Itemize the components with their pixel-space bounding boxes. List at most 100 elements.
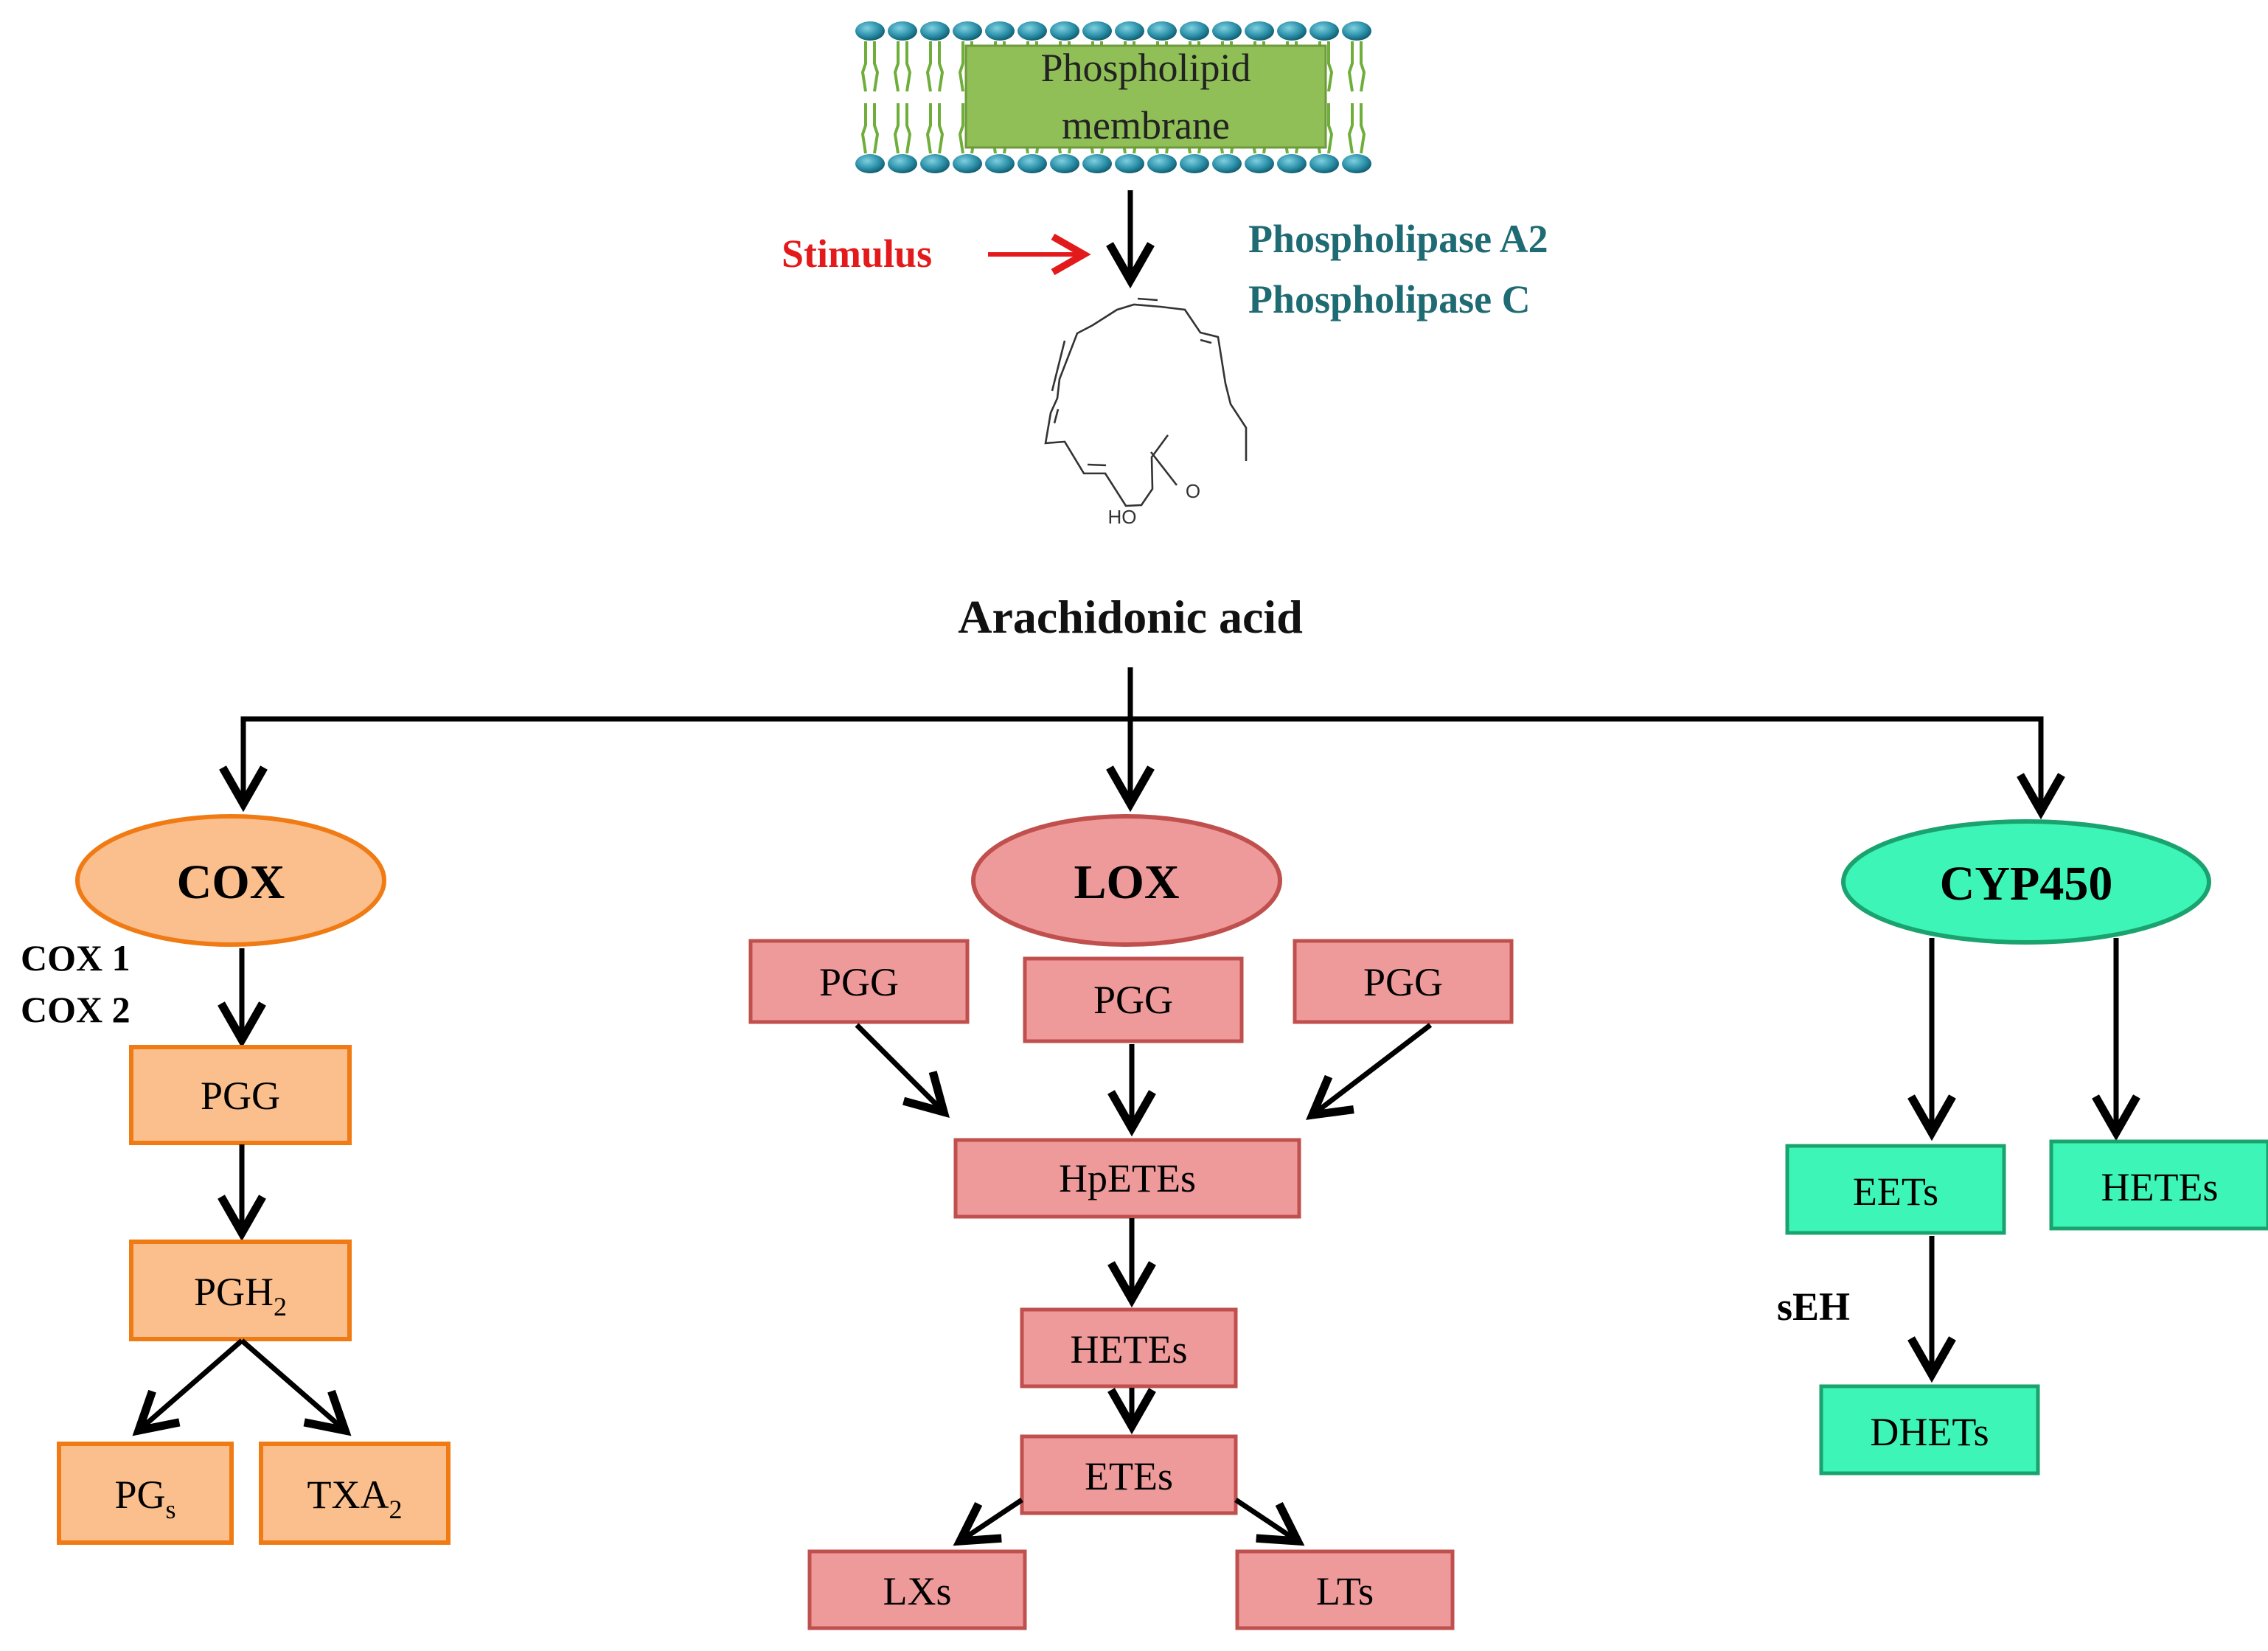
txa2-label: TXA2 xyxy=(307,1473,403,1524)
lipid-tail xyxy=(860,103,867,154)
lipid-head xyxy=(1082,154,1112,173)
lipid-head xyxy=(1309,154,1339,173)
lipid-tail xyxy=(905,41,912,92)
cyp450-label: CYP450 xyxy=(1940,857,2113,911)
hpetes-box xyxy=(953,1138,1301,1219)
lipid-head xyxy=(1212,21,1242,41)
pgs-box xyxy=(57,1442,234,1545)
lipid-head xyxy=(1342,154,1371,173)
phospholipid-membrane: Phospholipid membrane xyxy=(855,16,1395,178)
lipid-tail xyxy=(925,103,932,154)
lipid-tail xyxy=(905,103,912,154)
lipid-head xyxy=(1147,154,1177,173)
lipid-tail xyxy=(1360,103,1366,154)
lts-label: LTs xyxy=(1316,1569,1374,1613)
membrane-label-box xyxy=(964,44,1327,149)
lipid-head xyxy=(1277,21,1307,41)
lox-pgg-left-box xyxy=(748,939,970,1024)
lipid-head xyxy=(1180,154,1209,173)
lox-pgg-right-box xyxy=(1293,939,1514,1024)
lipid-tail xyxy=(893,103,900,154)
cox-pgg-box xyxy=(129,1045,352,1145)
etes-box xyxy=(1020,1434,1238,1515)
dhets-box xyxy=(1819,1384,2040,1476)
lipid-tail xyxy=(1360,41,1366,92)
lipid-tail xyxy=(938,103,945,154)
pgh2-label: PGH2 xyxy=(194,1270,287,1321)
lts-box xyxy=(1235,1549,1455,1630)
lipid-head xyxy=(1309,21,1339,41)
lipid-head xyxy=(920,154,950,173)
lipid-tail xyxy=(958,103,964,154)
phospholipase-c-label: Phospholipase C xyxy=(1248,277,1531,321)
lox-pgg-right-label: PGG xyxy=(1363,960,1443,1004)
cox-pathway: COX COX 1 COX 2 PGG PGH2 PGs TXA2 xyxy=(21,814,451,1545)
lipid-tail xyxy=(860,41,867,92)
lox-pgg-center-label: PGG xyxy=(1093,978,1173,1022)
phospholipase-a2-label: Phospholipase A2 xyxy=(1248,217,1548,261)
pathway-branch-lines xyxy=(219,667,2065,820)
lipid-tail xyxy=(1347,41,1354,92)
cox-pgg-label: PGG xyxy=(201,1074,280,1118)
lox-hetes-label: HETEs xyxy=(1071,1327,1188,1372)
lipid-head xyxy=(855,21,885,41)
lipid-head xyxy=(953,21,982,41)
cox-label: COX xyxy=(177,855,285,909)
lipid-tail xyxy=(1347,103,1354,154)
cyp-hetes-label: HETEs xyxy=(2101,1165,2219,1209)
lipid-tail xyxy=(873,103,880,154)
cyp450-ellipse xyxy=(1841,819,2211,945)
lipid-head xyxy=(1212,154,1242,173)
lipid-head xyxy=(1245,154,1274,173)
lipid-head xyxy=(953,154,982,173)
lipid-heads xyxy=(855,21,1371,173)
lipid-head xyxy=(1115,154,1144,173)
lipid-head xyxy=(1082,21,1112,41)
carbonyl-oxygen-label: O xyxy=(1186,480,1200,502)
lox-pgg-center-box xyxy=(1023,956,1244,1043)
lipid-head xyxy=(1342,21,1371,41)
stimulus-label: Stimulus xyxy=(782,232,932,276)
hpetes-label: HpETEs xyxy=(1059,1156,1196,1200)
seh-label: sEH xyxy=(1777,1285,1850,1329)
lox-label: LOX xyxy=(1074,855,1179,909)
lipid-head xyxy=(1050,21,1079,41)
lox-hetes-box xyxy=(1020,1307,1238,1388)
lipid-head xyxy=(985,21,1015,41)
lipid-head xyxy=(888,21,917,41)
membrane-label-line1: Phospholipid xyxy=(1040,46,1250,90)
eets-label: EETs xyxy=(1853,1169,1938,1214)
lipid-head xyxy=(1147,21,1177,41)
lipid-head xyxy=(1050,154,1079,173)
lipid-tail xyxy=(925,41,932,92)
lipid-tail xyxy=(893,41,900,92)
lipid-head xyxy=(1180,21,1209,41)
lipid-head xyxy=(855,154,885,173)
lipid-head xyxy=(1115,21,1144,41)
cox-ellipse xyxy=(75,814,386,947)
lipid-tail xyxy=(958,41,964,92)
arachidonic-acid-label: Arachidonic acid xyxy=(958,591,1303,643)
lox-pathway: LOX PGG PGG PGG HpETEs HETEs ETEs LXs LT… xyxy=(748,814,1514,1630)
dhets-label: DHETs xyxy=(1870,1410,1989,1454)
lxs-label: LXs xyxy=(883,1569,952,1613)
lxs-box xyxy=(807,1549,1027,1630)
cyp450-pathway: CYP450 EETs HETEs sEH DHETs xyxy=(1777,819,2268,1476)
lipid-tail xyxy=(938,41,945,92)
cyp-hetes-box xyxy=(2049,1139,2268,1231)
lipid-head xyxy=(1018,154,1047,173)
lipid-tail xyxy=(1327,103,1334,154)
lox-ellipse xyxy=(971,814,1282,947)
lipid-head xyxy=(920,21,950,41)
membrane-label-line2: membrane xyxy=(1062,103,1230,147)
lipid-head xyxy=(1018,21,1047,41)
cox2-label: COX 2 xyxy=(21,989,131,1030)
txa2-box xyxy=(259,1442,451,1545)
lipid-head xyxy=(888,154,917,173)
hydroxyl-label: HO xyxy=(1108,506,1137,528)
eets-box xyxy=(1785,1144,2006,1235)
pgs-label: PGs xyxy=(114,1473,175,1524)
lox-pgg-left-label: PGG xyxy=(819,960,899,1004)
etes-label: ETEs xyxy=(1085,1454,1173,1498)
